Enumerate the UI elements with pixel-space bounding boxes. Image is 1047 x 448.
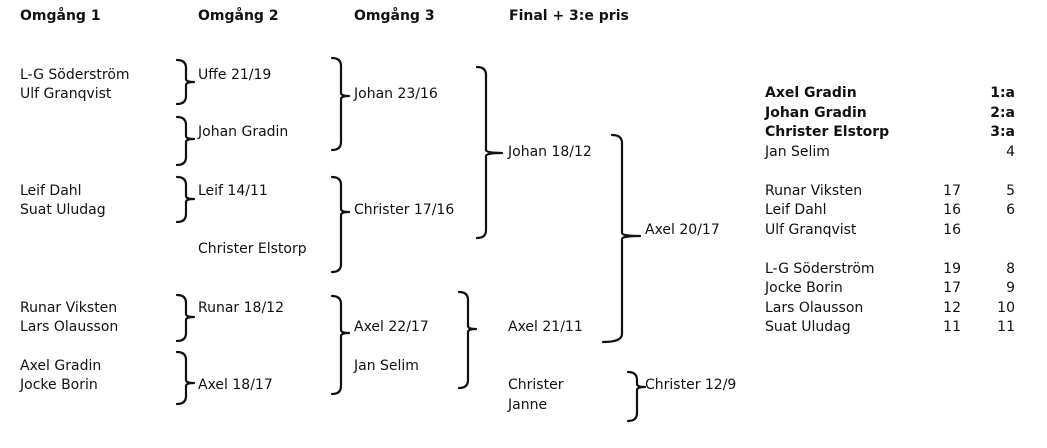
bracket-brace <box>475 65 504 240</box>
bracket-brace <box>175 175 196 224</box>
round3-entry: Johan 23/16 <box>354 86 438 102</box>
header-final: Final + 3:e pris <box>509 8 629 24</box>
round2-entry: Johan Gradin <box>198 124 289 140</box>
standing-name: Johan Gradin <box>765 105 867 121</box>
header-round-2: Omgång 2 <box>198 8 279 24</box>
round1-player: L-G Söderström <box>20 67 130 83</box>
standing-score: 11 <box>943 319 961 335</box>
third-place-player: Christer <box>508 377 564 393</box>
standing-name: Suat Uludag <box>765 319 851 335</box>
standing-place: 6 <box>1006 202 1015 218</box>
round2-entry: Leif 14/11 <box>198 183 268 199</box>
standing-place: 10 <box>997 300 1015 316</box>
bracket-brace <box>175 293 196 343</box>
standing-place: 4 <box>1006 144 1015 160</box>
bracket-brace <box>601 133 642 344</box>
round3-entry: Axel 22/17 <box>354 319 429 335</box>
round2-entry: Runar 18/12 <box>198 300 284 316</box>
third-place-player: Janne <box>508 397 548 413</box>
standing-place: 9 <box>1006 280 1015 296</box>
standing-name: Ulf Granqvist <box>765 222 857 238</box>
standing-place: 1:a <box>990 85 1015 101</box>
standing-score: 16 <box>943 202 961 218</box>
round3-entry: Christer 17/16 <box>354 202 455 218</box>
standing-name: L-G Söderström <box>765 261 875 277</box>
round2-entry: Uffe 21/19 <box>198 67 272 83</box>
third-place-winner: Christer 12/9 <box>645 377 737 393</box>
bracket-brace <box>457 290 478 390</box>
standing-name: Christer Elstorp <box>765 124 890 140</box>
round1-player: Jocke Borin <box>20 377 98 393</box>
round1-player: Ulf Granqvist <box>20 86 112 102</box>
standing-name: Runar Viksten <box>765 183 863 199</box>
standing-name: Lars Olausson <box>765 300 864 316</box>
standing-score: 12 <box>943 300 961 316</box>
standing-place: 8 <box>1006 261 1015 277</box>
round1-player: Suat Uludag <box>20 202 106 218</box>
bracket-brace <box>626 370 647 423</box>
bracket-brace <box>175 350 196 406</box>
round1-player: Axel Gradin <box>20 358 102 374</box>
round1-player: Lars Olausson <box>20 319 119 335</box>
bracket-brace <box>330 294 351 396</box>
semifinal-winner: Johan 18/12 <box>508 144 592 160</box>
header-round-3: Omgång 3 <box>354 8 435 24</box>
bracket-brace <box>175 115 196 167</box>
round1-player: Runar Viksten <box>20 300 118 316</box>
standing-score: 16 <box>943 222 961 238</box>
semifinal-winner: Axel 21/11 <box>508 319 583 335</box>
round2-entry: Christer Elstorp <box>198 241 307 257</box>
round3-entry: Jan Selim <box>354 358 419 374</box>
header-round-1: Omgång 1 <box>20 8 101 24</box>
bracket-brace <box>330 175 351 274</box>
bracket-brace <box>175 58 196 106</box>
standing-name: Jan Selim <box>765 144 830 160</box>
round2-entry: Axel 18/17 <box>198 377 273 393</box>
standing-place: 2:a <box>990 105 1015 121</box>
standing-place: 11 <box>997 319 1015 335</box>
round1-player: Leif Dahl <box>20 183 82 199</box>
standing-place: 5 <box>1006 183 1015 199</box>
standing-name: Jocke Borin <box>765 280 843 296</box>
bracket-brace <box>330 56 351 152</box>
standing-score: 19 <box>943 261 961 277</box>
standing-score: 17 <box>943 183 961 199</box>
standing-score: 17 <box>943 280 961 296</box>
final-winner: Axel 20/17 <box>645 222 720 238</box>
standing-name: Leif Dahl <box>765 202 827 218</box>
standing-place: 3:a <box>990 124 1015 140</box>
standing-name: Axel Gradin <box>765 85 857 101</box>
